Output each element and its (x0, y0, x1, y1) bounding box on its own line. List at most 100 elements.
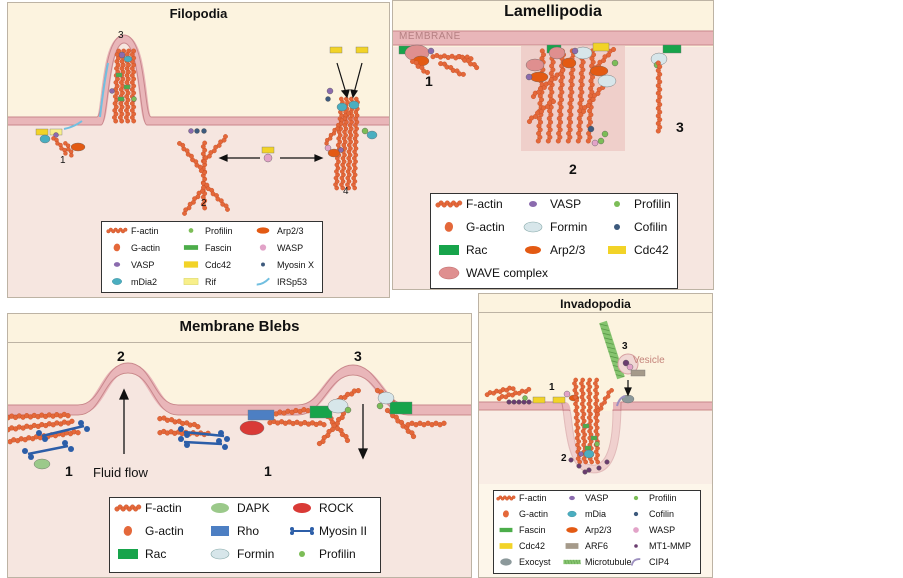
filopodia-label-2: 2 (201, 198, 207, 209)
legend-item-g-actin: G-actin (435, 220, 505, 234)
legend-item-myosin-x: Myosin X (252, 259, 314, 270)
mt1-mmp (604, 459, 610, 465)
legend-item-f-actin: F-actin (106, 225, 159, 236)
lamellipodia-membrane (393, 31, 713, 45)
blebs-label-1a: 1 (65, 463, 73, 479)
legend-item-vasp: VASP (106, 259, 154, 270)
legend-item-g-actin: G-actin (114, 524, 184, 538)
legend-label: IRSp53 (277, 276, 308, 287)
legend-item-dapk: DAPK (206, 501, 270, 515)
f-actin-filament (157, 415, 201, 430)
lamellipodia-membrane-label: MEMBRANE (399, 31, 461, 42)
legend-label: ROCK (319, 501, 354, 515)
legend-label: Cofilin (634, 220, 668, 234)
profilin (522, 395, 528, 401)
mt1-mmp (526, 399, 532, 405)
f-actin-icon (496, 495, 516, 501)
irsp53-icon (256, 277, 270, 286)
lamellipodia-title: Lamellipodia (504, 3, 602, 20)
legend-item-rif: Rif (180, 276, 216, 287)
f-actin-filament (565, 48, 577, 144)
f-actin-filament (51, 136, 68, 156)
legend-item-irsp53: IRSp53 (252, 276, 307, 287)
legend-item-profilin: Profilin (180, 225, 233, 236)
wasp (563, 390, 571, 398)
invadopodia-title: Invadopodia (560, 297, 631, 311)
cip4-icon (630, 558, 641, 566)
mdia (583, 449, 595, 459)
g-actin-icon (123, 526, 132, 536)
f-actin-filament (530, 67, 566, 100)
vasp-icon (529, 201, 537, 207)
legend-label: Cdc42 (519, 541, 546, 551)
cofilin (325, 96, 331, 102)
dapk (33, 458, 51, 470)
profilin (344, 406, 352, 414)
invadopodia-label-2: 2 (561, 453, 567, 464)
fascin (123, 84, 131, 90)
g-actin-icon (502, 510, 509, 518)
cofilin (194, 128, 200, 134)
legend-label: Fascin (205, 242, 232, 253)
cdc42 (552, 396, 566, 404)
legend-item-cofilin: Cofilin (603, 220, 667, 234)
rac (662, 44, 682, 54)
legend-label: Cdc42 (634, 243, 669, 257)
lamellipodia-label-2: 2 (569, 161, 577, 177)
arp23 (589, 65, 609, 77)
fascin (582, 423, 590, 429)
vasp (427, 47, 435, 55)
f-actin-filament (123, 48, 132, 124)
f-actin-filament (177, 141, 207, 175)
g-actin-icon (113, 243, 121, 252)
wasp (324, 144, 332, 152)
wave-complex (525, 58, 545, 72)
mt1-mmp (516, 399, 522, 405)
cofilin (587, 125, 595, 133)
rac (389, 401, 413, 415)
cdc42 (355, 46, 369, 54)
legend-item-g-actin: G-actin (106, 242, 160, 253)
legend-item-rac: Rac (435, 243, 487, 257)
mdia2 (336, 102, 348, 112)
f-actin-filament (405, 420, 447, 428)
legend-label: VASP (550, 197, 582, 211)
fascin-icon (183, 245, 199, 250)
legend-item-f-actin: F-actin (114, 501, 182, 515)
f-actin-icon (435, 200, 463, 208)
vasp (109, 88, 115, 94)
cdc42 (592, 42, 610, 52)
legend-label: WASP (277, 242, 304, 253)
legend-item-formin: Formin (519, 220, 587, 234)
g-actin-icon (444, 222, 453, 232)
f-actin-filament (324, 111, 351, 146)
legend-item-profilin: Profilin (288, 547, 356, 561)
vasp-icon (569, 495, 575, 501)
f-actin-filament (8, 418, 75, 433)
legend-item-mdia2: mDia2 (106, 276, 157, 287)
legend-item-myosin-ii: Myosin II (288, 524, 367, 538)
vasp (571, 47, 579, 55)
legend-label: VASP (131, 259, 155, 270)
f-actin-filament (63, 141, 74, 158)
legend-label: CIP4 (649, 557, 670, 567)
blebs-label-1b: 1 (264, 463, 272, 479)
legend-label: Rho (237, 524, 260, 538)
legend-item-profilin: Profilin (626, 493, 677, 503)
microtubule-icon (563, 559, 581, 565)
invadopodia-label-1: 1 (549, 382, 555, 393)
legend-label: G-actin (519, 509, 549, 519)
f-actin-filament (201, 181, 230, 212)
vasp (338, 147, 344, 153)
mdia2-icon (112, 278, 122, 285)
legend-item-f-actin: F-actin (496, 493, 547, 503)
rock-icon (293, 503, 311, 513)
f-actin-filament (345, 96, 355, 191)
legend-item-fascin: Fascin (496, 525, 546, 535)
mt1-mmp (506, 399, 512, 405)
blebs-label-3: 3 (354, 348, 362, 364)
invadopodia-vesicle-label: Vesicle (633, 355, 665, 366)
